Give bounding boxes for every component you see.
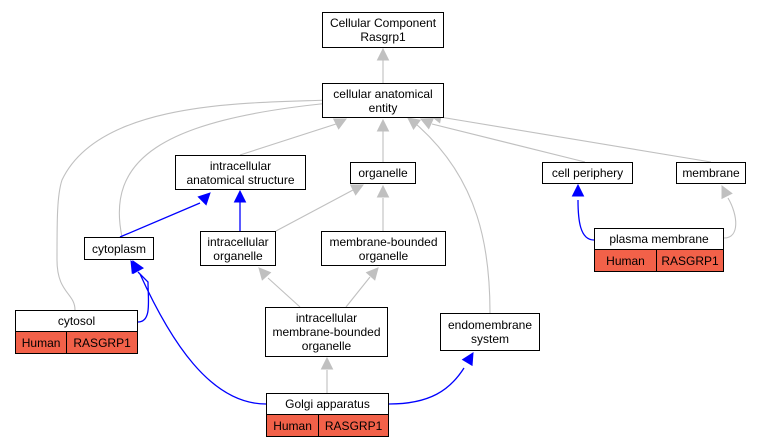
edge-arrowhead <box>571 183 585 197</box>
node-cellular-anatomical-entity[interactable]: cellular anatomical entity <box>322 83 444 118</box>
node-intracellular-membrane-bounded-organelle[interactable]: intracellular membrane-bounded organelle <box>265 307 388 357</box>
node-membrane-bounded-organelle[interactable]: membrane-bounded organelle <box>321 231 446 266</box>
edge-arrowhead <box>320 356 334 370</box>
edge-line <box>345 276 371 308</box>
edge-line <box>577 199 595 241</box>
node-plasma-membrane[interactable]: plasma membrane <box>594 228 724 250</box>
node-label: organelle <box>358 166 408 180</box>
node-label: cellular anatomical entity <box>333 86 433 115</box>
edge-arrowhead <box>332 118 348 130</box>
edge-arrowhead <box>461 352 474 367</box>
edge-golgi-to-endo <box>388 352 474 405</box>
edge-line <box>56 99 331 311</box>
edge-ias-to-cae <box>239 118 348 156</box>
edge-cytosol-to-cae <box>56 93 342 311</box>
edge-io-to-organelle <box>275 184 365 232</box>
node-label: plasma membrane <box>609 232 709 246</box>
node-intracellular-anatomical-structure[interactable]: intracellular anatomical structure <box>175 155 306 190</box>
edge-pm-to-periphery <box>571 183 595 241</box>
edge-arrowhead <box>376 184 390 198</box>
node-cytoplasm[interactable]: cytoplasm <box>84 237 154 260</box>
edge-line <box>137 271 150 323</box>
edge-arrowhead <box>349 184 365 196</box>
edge-arrowhead <box>376 47 390 61</box>
edge-line <box>239 123 337 156</box>
node-label: membrane <box>682 166 740 180</box>
node-label: membrane-bounded organelle <box>329 234 438 263</box>
edge-line <box>267 277 301 308</box>
node-membrane[interactable]: membrane <box>676 162 746 184</box>
edge-membrane-to-cae <box>428 111 712 163</box>
node-label: cell periphery <box>551 166 624 180</box>
edge-line <box>118 102 331 238</box>
annotation-plasma-membrane: Human RASGRP1 <box>594 250 724 272</box>
node-label: intracellular organelle <box>207 234 269 263</box>
edge-line <box>119 202 201 238</box>
edge-periphery-to-cae <box>419 118 586 163</box>
edge-line <box>439 116 712 163</box>
edge-arrowhead <box>419 118 435 130</box>
edge-imbo-to-mbo <box>345 267 379 308</box>
edge-cytoplasm-to-ias <box>119 192 211 238</box>
edge-cae-to-root <box>376 47 390 83</box>
edge-line <box>388 367 465 405</box>
edge-arrowhead <box>407 117 421 130</box>
species-cell: Human <box>606 253 645 268</box>
gene-cell: RASGRP1 <box>656 250 723 271</box>
gene-cell: RASGRP1 <box>318 415 388 436</box>
edge-endo-to-cae <box>407 117 491 314</box>
edge-golgi-to-cytoplasm <box>132 260 267 405</box>
gene-cell: RASGRP1 <box>66 332 137 353</box>
edge-mbo-to-organelle <box>376 184 390 231</box>
node-label: Cellular Component Rasgrp1 <box>329 16 437 44</box>
node-golgi-apparatus[interactable]: Golgi apparatus <box>266 393 389 415</box>
edge-arrowhead <box>721 184 733 200</box>
node-label: intracellular anatomical structure <box>186 158 295 187</box>
edge-arrowhead <box>258 267 272 281</box>
edge-organelle-to-cae <box>376 118 390 162</box>
node-label: intracellular membrane-bounded organelle <box>272 311 381 353</box>
node-cytosol[interactable]: cytosol <box>15 310 138 332</box>
edge-line <box>275 189 354 232</box>
edge-arrowhead <box>365 267 379 281</box>
node-label: endomembrane system <box>447 318 533 346</box>
node-cell-periphery[interactable]: cell periphery <box>542 162 633 184</box>
species-cell: Human <box>273 418 312 433</box>
species-cell: Human <box>21 335 61 350</box>
edge-io-to-ias <box>233 189 247 231</box>
node-label: cytosol <box>57 314 96 328</box>
node-organelle[interactable]: organelle <box>350 162 416 184</box>
edge-arrowhead <box>233 189 247 203</box>
node-cellular-component-root[interactable]: Cellular Component Rasgrp1 <box>322 12 444 48</box>
edge-line <box>723 197 737 239</box>
annotation-cytosol: Human RASGRP1 <box>15 332 138 354</box>
edge-line <box>431 123 586 163</box>
annotation-golgi-apparatus: Human RASGRP1 <box>266 415 389 437</box>
edge-arrowhead <box>197 192 211 206</box>
node-endomembrane-system[interactable]: endomembrane system <box>440 313 540 351</box>
edge-pm-to-membrane <box>721 184 737 239</box>
edge-line <box>415 123 491 314</box>
node-label: Golgi apparatus <box>285 397 370 411</box>
edge-golgi-to-imbo <box>320 356 334 393</box>
node-label: cytoplasm <box>91 241 147 256</box>
edge-line <box>139 273 267 405</box>
edge-arrowhead <box>132 260 145 275</box>
edge-imbo-to-io <box>258 267 301 308</box>
node-intracellular-organelle[interactable]: intracellular organelle <box>200 231 276 266</box>
edge-arrowhead <box>376 118 390 132</box>
